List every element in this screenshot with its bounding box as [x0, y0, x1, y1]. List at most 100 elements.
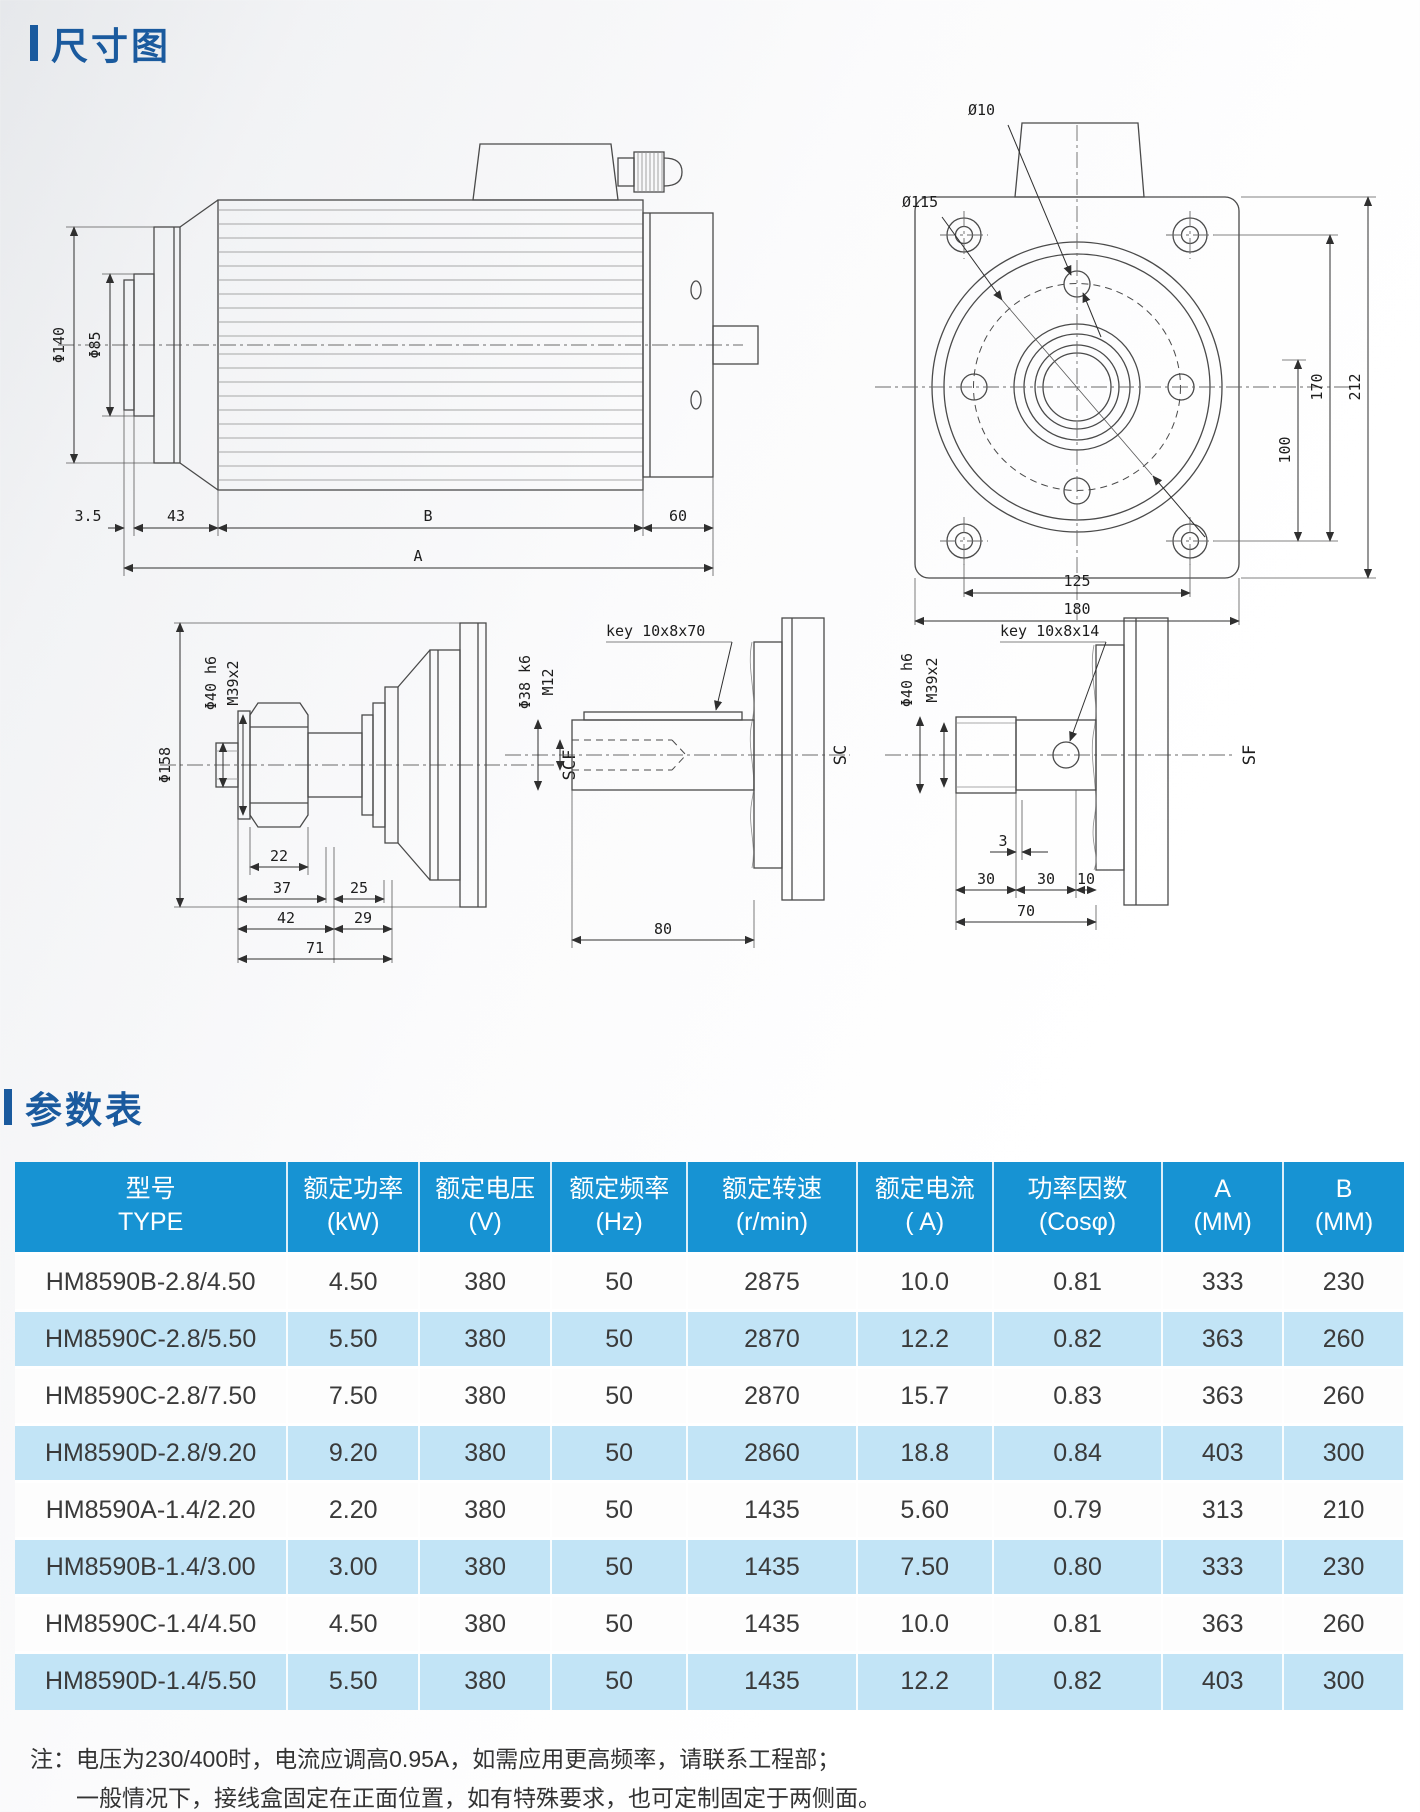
key-label: key 10x8x70 [606, 622, 705, 640]
cell-value: 1435 [687, 1537, 858, 1596]
cell-type: HM8590D-2.8/9.20 [15, 1423, 289, 1482]
dim-22: 22 [270, 847, 288, 865]
dim-phi10: Ø10 [968, 101, 995, 119]
dim-100: 100 [1276, 436, 1294, 463]
cell-type: HM8590C-2.8/7.50 [15, 1366, 289, 1425]
cell-value: 12.2 [856, 1309, 994, 1368]
cell-value: 4.50 [287, 1594, 421, 1653]
dim-71: 71 [306, 939, 324, 957]
cell-value: 2860 [687, 1423, 858, 1482]
cell-value: 380 [419, 1537, 553, 1596]
header-line2: TYPE [117, 1208, 184, 1236]
col-header-power-factor: 功率因数(Cosφ) [992, 1162, 1164, 1254]
cell-value: 300 [1283, 1423, 1405, 1482]
parameters-title-text: 参数表 [25, 1090, 145, 1131]
dim-B: B [423, 507, 432, 525]
cell-value: 7.50 [856, 1537, 994, 1596]
cell-type: HM8590D-1.4/5.50 [15, 1651, 289, 1710]
front-view-drawing: Ø10 Ø115 100 170 212 125 180 [875, 101, 1376, 626]
notes: 注： 电压为230/400时，电流应调高0.95A，如需应用更高频率，请联系工程… [30, 1740, 1400, 1812]
col-header-b-mm: B(MM) [1283, 1162, 1404, 1254]
cell-value: 260 [1283, 1366, 1405, 1425]
dim-170: 170 [1308, 373, 1326, 400]
cell-value: 403 [1162, 1651, 1285, 1710]
cell-value: 2870 [687, 1309, 858, 1368]
cell-value: 380 [419, 1480, 553, 1539]
dim-3-5: 3.5 [74, 507, 101, 525]
header-line1: 功率因数 [1027, 1175, 1128, 1203]
cell-value: 313 [1162, 1480, 1285, 1539]
cell-value: 0.81 [992, 1252, 1164, 1311]
shaft-scf-drawing: Φ158 Φ40 h6 M39x2 22 37 25 42 29 71 SCF [156, 622, 580, 964]
dim-m12: M12 [539, 668, 557, 695]
cell-value: 0.80 [992, 1537, 1164, 1596]
cell-value: 2875 [687, 1252, 858, 1311]
cell-value: 50 [551, 1537, 689, 1596]
header-line1: 额定电压 [435, 1175, 536, 1203]
cell-value: 1435 [687, 1480, 858, 1539]
shaft-sc-drawing: key 10x8x70 Φ38 k6 M12 80 SC [505, 617, 851, 948]
cell-value: 333 [1162, 1252, 1285, 1311]
cell-value: 2870 [687, 1366, 858, 1425]
cell-type: HM8590B-1.4/3.00 [15, 1537, 289, 1596]
front-view-geometry [875, 122, 1350, 620]
header-line1: 额定频率 [569, 1175, 670, 1203]
dim-phi40-h6: Φ40 h6 [898, 653, 916, 707]
parameters-title: 参数表 [0, 1072, 1420, 1134]
cell-value: 50 [551, 1651, 689, 1710]
cell-value: 9.20 [287, 1423, 421, 1482]
title-accent-bar [4, 1089, 12, 1125]
cell-value: 0.82 [992, 1309, 1164, 1368]
header-line1: 额定电流 [874, 1175, 975, 1203]
cell-value: 260 [1283, 1309, 1405, 1368]
cell-value: 18.8 [856, 1423, 994, 1482]
dimensions-title-text: 尺寸图 [51, 26, 171, 67]
shaft-scf-label: SCF [560, 750, 580, 781]
dim-m39x2: M39x2 [923, 657, 941, 702]
shaft-sf-dimensions: key 10x8x14 Φ40 h6 M39x2 3 30 30 10 70 [898, 622, 1260, 930]
cell-type: HM8590C-2.8/5.50 [15, 1309, 289, 1368]
header-line2: (Hz) [595, 1208, 643, 1236]
dim-42: 42 [277, 909, 295, 927]
dim-60: 60 [669, 507, 687, 525]
dim-phi38-k6: Φ38 k6 [516, 655, 534, 709]
dim-phi85: Φ85 [86, 331, 104, 358]
dimensions-section: 尺寸图 [0, 0, 1420, 964]
dim-phi158: Φ158 [156, 747, 174, 783]
cell-value: 363 [1162, 1594, 1285, 1653]
cell-value: 50 [551, 1423, 689, 1482]
cell-type: HM8590C-1.4/4.50 [15, 1594, 289, 1653]
cell-value: 1435 [687, 1594, 858, 1653]
cell-value: 0.81 [992, 1594, 1164, 1653]
cell-value: 0.83 [992, 1366, 1164, 1425]
note-line-2: 一般情况下，接线盒固定在正面位置，如有特殊要求，也可定制固定于两侧面。 [76, 1784, 881, 1811]
cell-value: 380 [419, 1366, 553, 1425]
dim-phi140: Φ140 [50, 327, 68, 363]
dim-70: 70 [1017, 902, 1035, 920]
cell-value: 380 [419, 1423, 553, 1482]
key-label: key 10x8x14 [1000, 622, 1099, 640]
dim-25: 25 [350, 879, 368, 897]
title-accent-bar [30, 25, 38, 61]
cell-value: 5.50 [287, 1309, 421, 1368]
dimensions-title: 尺寸图 [0, 0, 1420, 70]
cell-value: 363 [1162, 1366, 1285, 1425]
cell-value: 260 [1283, 1594, 1405, 1653]
cell-value: 5.60 [856, 1480, 994, 1539]
header-line2: (MM) [1193, 1208, 1252, 1236]
col-header-power: 额定功率(kW) [287, 1162, 421, 1254]
side-view-drawing: Φ140 Φ85 3.5 43 B 60 A [50, 143, 759, 576]
dim-30-b: 30 [1037, 870, 1055, 888]
header-line1: A [1214, 1175, 1232, 1203]
header-line1: 额定功率 [303, 1175, 404, 1203]
header-line2: ( A) [905, 1208, 945, 1236]
cell-value: 0.84 [992, 1423, 1164, 1482]
